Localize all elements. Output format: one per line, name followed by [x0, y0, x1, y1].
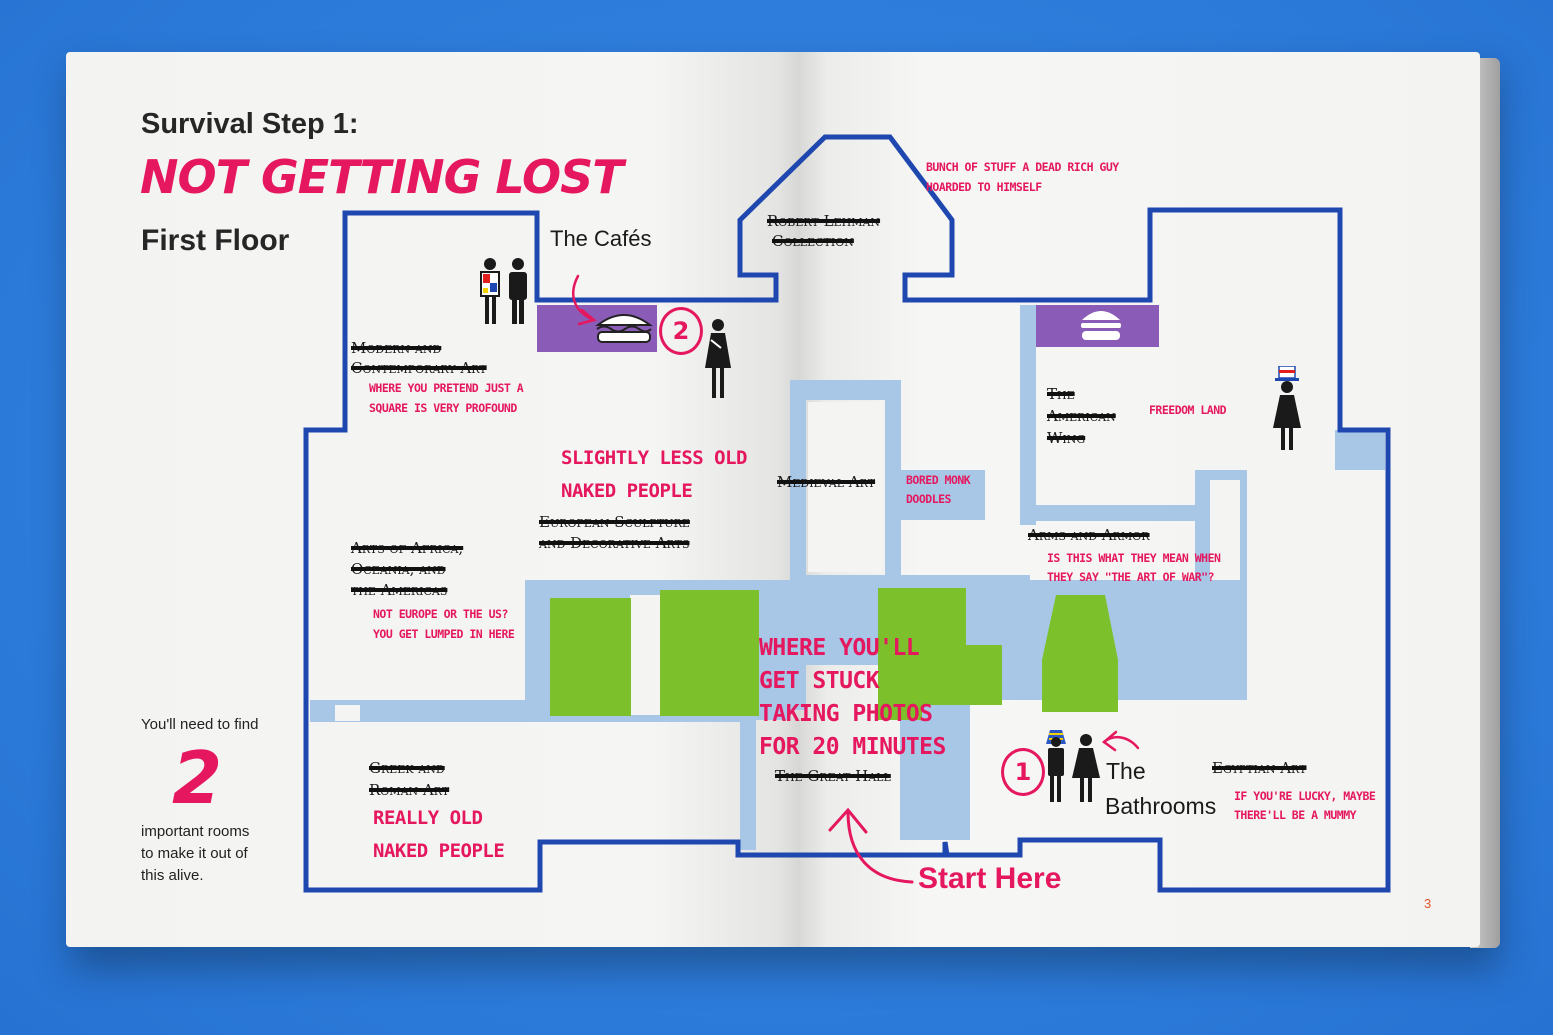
- note-medieval-2: DOODLES: [906, 492, 951, 506]
- sidebar-intro: You'll need to find: [141, 716, 259, 733]
- uncle-sam-woman-icon: [1273, 366, 1301, 450]
- note-lehman-2: HOARDED TO HIMSELF: [926, 180, 1042, 194]
- note-great-hall-4: FOR 20 MINUTES: [759, 734, 946, 760]
- note-great-hall-1: WHERE YOU'LL: [759, 635, 920, 661]
- room-greek-2: Roman Art: [369, 781, 450, 799]
- note-arms-2: THEY SAY "THE ART OF WAR"?: [1047, 570, 1215, 584]
- room-modern-2: Contemporary Art: [351, 359, 487, 377]
- note-lehman-1: BUNCH OF STUFF A DEAD RICH GUY: [926, 160, 1119, 174]
- room-lehman-1: Robert Lehman: [767, 212, 881, 230]
- note-egyptian-2: THERE'LL BE A MUMMY: [1234, 808, 1357, 822]
- note-greek-1: REALLY OLD: [373, 807, 483, 829]
- floor-label: First Floor: [141, 224, 290, 257]
- wall-outline: [303, 134, 1391, 893]
- start-here-label: Start Here: [918, 862, 1062, 895]
- note-modern-2: SQUARE IS VERY PROFOUND: [369, 401, 517, 415]
- pharaoh-restroom-icon: [1046, 730, 1100, 802]
- note-european-1: SLIGHTLY LESS OLD: [561, 447, 747, 469]
- bathrooms-label: Bathrooms: [1105, 793, 1217, 819]
- sidebar-outro-2: to make it out of: [141, 845, 248, 862]
- room-american-2: American: [1047, 407, 1116, 425]
- room-american-3: Wing: [1047, 429, 1086, 447]
- start-arrow: [828, 807, 914, 884]
- room-modern-1: Modern and: [351, 339, 442, 357]
- page-number: 3: [1424, 896, 1432, 911]
- bathrooms-the: The: [1106, 758, 1146, 784]
- note-great-hall-2: GET STUCK: [759, 668, 880, 694]
- cafes-label: The Cafés: [550, 226, 652, 251]
- room-arms: Arms and Armor: [1028, 526, 1150, 544]
- note-american: FREEDOM LAND: [1149, 403, 1227, 417]
- sidebar-outro-3: this alive.: [141, 867, 204, 884]
- corridor-gaps: [335, 402, 1240, 721]
- room-africa-3: the Americas: [351, 581, 448, 599]
- survival-step-label: Survival Step 1:: [141, 108, 359, 140]
- sandwich-icon: [595, 314, 653, 343]
- room-european-2: and Decorative Arts: [539, 534, 690, 552]
- courtyards: [550, 588, 1118, 720]
- restroom-icon: [480, 258, 527, 324]
- room-count: 2: [172, 736, 223, 820]
- page-title: NOT GETTING LOST: [140, 150, 624, 204]
- note-modern-1: WHERE YOU PRETEND JUST A: [369, 381, 524, 395]
- note-greek-2: NAKED PEOPLE: [373, 840, 505, 862]
- hamburger-icon: [1081, 311, 1121, 340]
- room-great-hall: The Great Hall: [775, 767, 891, 785]
- room-egyptian: Egyptian Art: [1212, 759, 1307, 777]
- note-africa-1: NOT EUROPE OR THE US?: [373, 607, 508, 621]
- room-africa-2: Oceania, and: [351, 560, 446, 578]
- note-european-2: NAKED PEOPLE: [561, 480, 693, 502]
- bathrooms-arrow: [1101, 730, 1140, 752]
- room-european-1: European Sculpture: [539, 513, 690, 531]
- left-page: [66, 52, 800, 947]
- room-medieval: Medieval Art: [777, 473, 876, 491]
- note-arms-1: IS THIS WHAT THEY MEAN WHEN: [1047, 551, 1221, 565]
- room-greek-1: Greek and: [369, 759, 445, 777]
- cafes-arrow: [572, 274, 597, 326]
- note-great-hall-3: TAKING PHOTOS: [759, 701, 933, 727]
- statue-woman-icon: [705, 319, 731, 398]
- sidebar-outro-1: important rooms: [141, 823, 250, 840]
- note-egyptian-1: IF YOU'RE LUCKY, MAYBE: [1234, 789, 1376, 803]
- badge-cafe: 2: [659, 307, 703, 355]
- room-lehman-2: Collection: [772, 232, 854, 250]
- badge-bathrooms: 1: [1001, 748, 1045, 796]
- note-medieval-1: BORED MONK: [906, 473, 971, 487]
- note-africa-2: YOU GET LUMPED IN HERE: [373, 627, 515, 641]
- room-africa-1: Arts of Africa,: [351, 539, 464, 557]
- room-american-1: The: [1047, 385, 1075, 403]
